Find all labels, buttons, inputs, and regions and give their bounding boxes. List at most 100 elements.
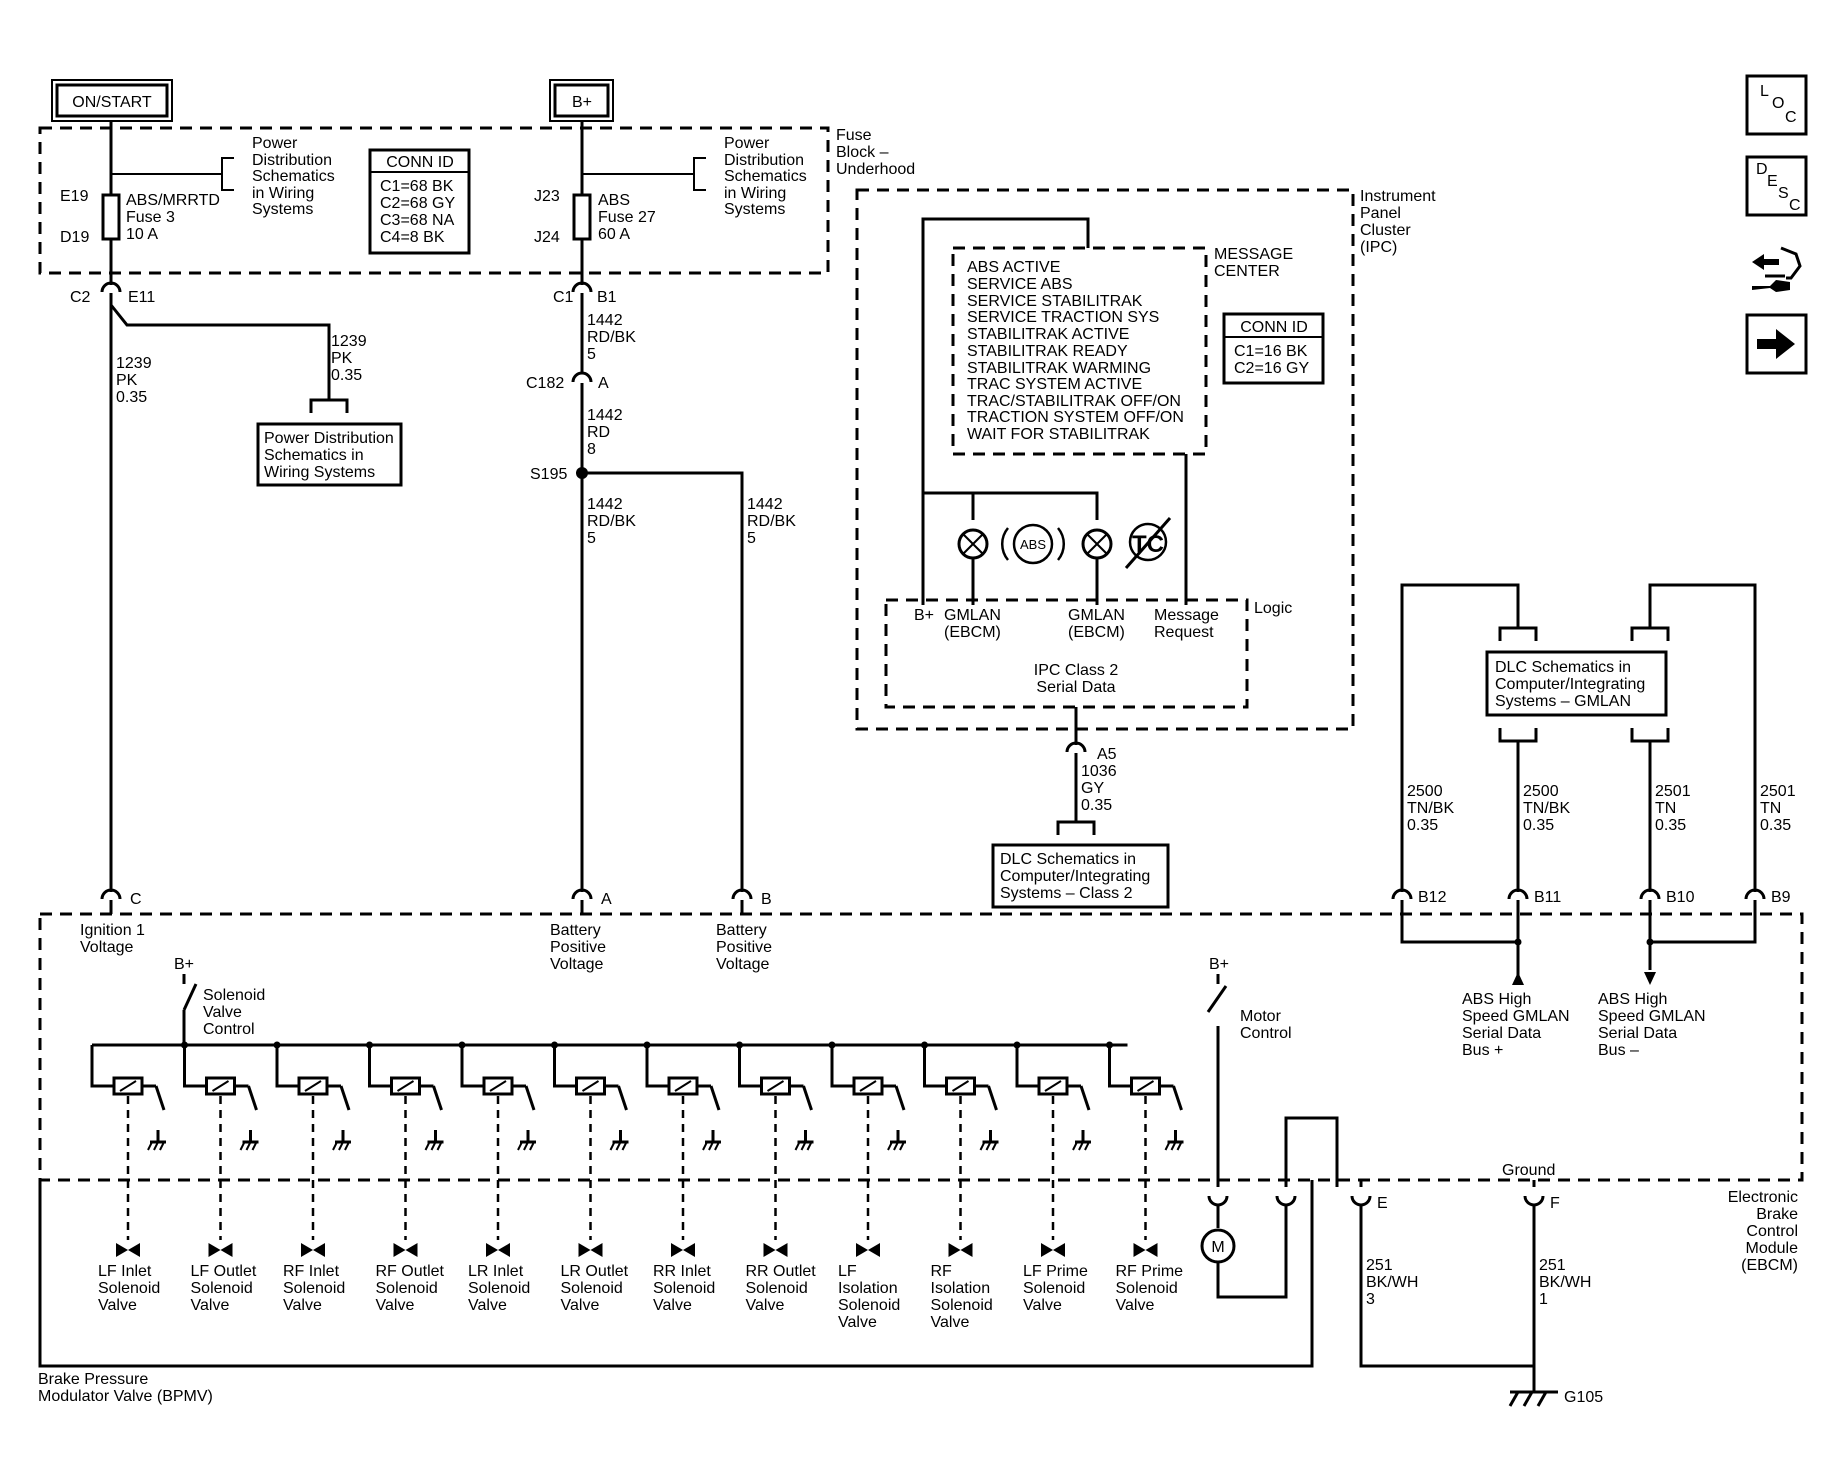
gmlan-bus-minus-label: ABS High Speed GMLAN Serial Data Bus – xyxy=(1598,991,1706,1059)
wire-label: 5 xyxy=(747,530,756,547)
ipc-label-line: Panel xyxy=(1360,205,1401,222)
desc-letter: S xyxy=(1778,185,1789,202)
driver-ground-hatch xyxy=(979,1141,986,1151)
message-list: ABS ACTIVE SERVICE ABS SERVICE STABILITR… xyxy=(967,259,1184,443)
next-arrow-button[interactable] xyxy=(1745,313,1808,375)
conn-c1-label: C1 xyxy=(553,289,574,306)
driver-ground-hatch xyxy=(985,1141,992,1151)
ipc-label-line: Instrument xyxy=(1360,188,1436,205)
pds-box-line: Wiring Systems xyxy=(264,464,375,481)
solenoid-feed-wire xyxy=(368,1045,392,1088)
wire-label: TN xyxy=(1760,800,1781,817)
message-item: SERVICE ABS xyxy=(967,276,1073,293)
valve-label: RF Inlet xyxy=(283,1263,340,1280)
ipc-b-plus-wire xyxy=(921,217,1090,605)
left-pds-bracket xyxy=(221,157,234,191)
gmlan-wire-labels: 2500 TN/BK 0.35 2500 TN/BK 0.35 2501 TN … xyxy=(1407,783,1796,834)
valve-icon xyxy=(763,1243,776,1257)
valve-icon xyxy=(948,1243,961,1257)
wire-label: GY xyxy=(1081,780,1104,797)
pin-b12-label: B12 xyxy=(1418,889,1447,906)
pin-b10-label: B10 xyxy=(1666,889,1695,906)
valve-label: Valve xyxy=(376,1297,415,1314)
pds-note-line: Power xyxy=(724,135,770,152)
conn-a5-label: A5 xyxy=(1097,746,1117,763)
connector-a5 xyxy=(1065,741,1087,754)
wire-label: 251 xyxy=(1539,1257,1566,1274)
conn-c182-label: C182 xyxy=(526,375,564,392)
loc-letter: C xyxy=(1785,109,1797,126)
ignition-voltage-label: Voltage xyxy=(80,939,133,956)
bus-label-line: Speed GMLAN xyxy=(1598,1008,1706,1025)
battery-voltage-label: Battery xyxy=(550,922,601,939)
wire-label: 0.35 xyxy=(1523,817,1554,834)
wire-label: RD/BK xyxy=(587,513,636,530)
bus-junction xyxy=(551,1041,558,1049)
valve-label: Valve xyxy=(468,1297,507,1314)
g105-label: G105 xyxy=(1564,1389,1603,1406)
pds-note-line: in Wiring xyxy=(724,185,786,202)
fuse-left-label: Fuse 3 xyxy=(126,209,175,226)
wire-1239-branch xyxy=(109,304,331,400)
valve-label: LF Inlet xyxy=(98,1263,152,1280)
conn-c2-label: C2 xyxy=(70,289,91,306)
pin-e-connector xyxy=(1350,1195,1372,1207)
gmlan-minus-internal xyxy=(1650,914,1757,944)
desc-button[interactable]: D E S C xyxy=(1745,155,1808,217)
ipc-label-line: (IPC) xyxy=(1360,239,1397,256)
left-pds-box: Power Distribution Schematics in Wiring … xyxy=(256,422,403,487)
gmlan-bus-plus-label: ABS High Speed GMLAN Serial Data Bus + xyxy=(1462,991,1570,1059)
solenoid-feed-wire xyxy=(1108,1045,1132,1088)
b-plus-motor-label: B+ xyxy=(1209,956,1229,973)
solenoid-feed-wire xyxy=(645,1045,669,1088)
fuse-pin-j24: J24 xyxy=(534,229,560,246)
valve-label: Solenoid xyxy=(561,1280,623,1297)
bus-junction xyxy=(921,1041,928,1049)
solenoid-coil-slash xyxy=(1044,1080,1062,1092)
dlc-box-line: Systems – GMLAN xyxy=(1495,693,1631,710)
connector-wrench-icon[interactable] xyxy=(1745,240,1807,298)
solenoid-coil-slash xyxy=(766,1080,785,1092)
message-item: STABILITRAK READY xyxy=(967,343,1128,360)
driver-switch xyxy=(1172,1085,1183,1111)
driver-switch xyxy=(987,1085,998,1111)
solenoid-feed-wire xyxy=(738,1045,762,1088)
module-label-line: (EBCM) xyxy=(1741,1257,1798,1274)
message-item: TRAC/STABILITRAK OFF/ON xyxy=(967,393,1181,410)
wire-label: 3 xyxy=(1366,1291,1375,1308)
wire-label: 0.35 xyxy=(331,367,362,384)
left-pds-note: Power Distribution Schematics in Wiring … xyxy=(252,135,335,218)
solenoid-control-label: Solenoid xyxy=(203,987,265,1004)
valve-label: Isolation xyxy=(838,1280,898,1297)
wire-label: 1 xyxy=(1539,1291,1548,1308)
solenoid-feed-wire xyxy=(460,1045,484,1088)
motor-connector xyxy=(1207,1195,1229,1207)
solenoid-coil-slash xyxy=(119,1080,137,1092)
logic-message-request: Request xyxy=(1154,624,1214,641)
valve-icon xyxy=(590,1243,603,1257)
message-center-outline xyxy=(951,246,1208,456)
wire-label: RD xyxy=(587,424,610,441)
ipc-logic-box xyxy=(884,598,1249,709)
message-item: STABILITRAK ACTIVE xyxy=(967,326,1129,343)
driver-ground-hatch xyxy=(332,1141,338,1151)
loc-letter: L xyxy=(1760,83,1769,100)
driver-switch xyxy=(432,1085,443,1111)
gmlan-ref-bracket xyxy=(1498,626,1538,641)
pds-note-line: Systems xyxy=(252,201,313,218)
loc-button[interactable]: L O C xyxy=(1745,74,1808,136)
connector-c1-b1 xyxy=(571,281,593,294)
driver-ground-hatch xyxy=(1072,1141,1078,1151)
dlc-box-line: Computer/Integrating xyxy=(1000,868,1150,885)
driver-ground-hatch xyxy=(714,1141,720,1151)
fuse-left-label: ABS/MRRTD xyxy=(126,192,220,209)
valve-label: Solenoid xyxy=(1116,1280,1178,1297)
abs-symbol-text: ABS xyxy=(1020,537,1046,552)
valve-label: LF Outlet xyxy=(191,1263,257,1280)
valve-label: Valve xyxy=(746,1297,785,1314)
dlc-box-line: DLC Schematics in xyxy=(1495,659,1631,676)
bpmv-label: Modulator Valve (BPMV) xyxy=(38,1388,213,1405)
solenoid-coil-slash xyxy=(674,1080,692,1092)
wire-label: 2501 xyxy=(1655,783,1691,800)
